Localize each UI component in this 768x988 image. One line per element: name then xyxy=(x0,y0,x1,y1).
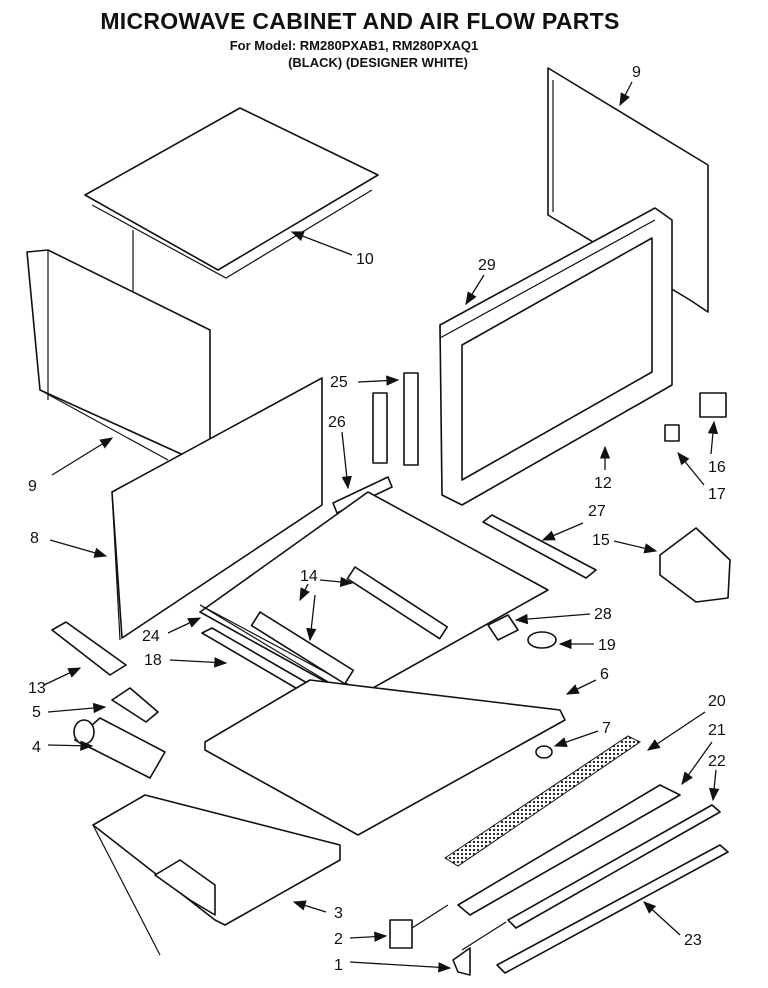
callout-19: 19 xyxy=(598,637,616,654)
spacers-part-25 xyxy=(372,372,419,466)
callout-5: 5 xyxy=(32,704,41,721)
trim-part-23 xyxy=(496,844,729,974)
callout-6: 6 xyxy=(600,666,609,683)
clip-part-1 xyxy=(452,947,471,976)
callout-10: 10 xyxy=(356,251,374,268)
callout-labels: 9 10 9 29 25 26 8 12 16 17 27 15 14 24 2… xyxy=(28,64,726,974)
left-side-panel-part-9 xyxy=(26,249,211,461)
callout-27: 27 xyxy=(588,503,606,520)
rear-panel-part-8 xyxy=(111,377,323,641)
callout-24: 24 xyxy=(142,628,160,645)
switch-part-16 xyxy=(699,392,727,418)
callout-21: 21 xyxy=(708,722,726,739)
callout-16: 16 xyxy=(708,459,726,476)
callout-22: 22 xyxy=(708,753,726,770)
damper-part-4 xyxy=(73,717,166,779)
callout-23: 23 xyxy=(684,932,702,949)
callout-8: 8 xyxy=(30,530,39,547)
callout-7: 7 xyxy=(602,720,611,737)
callout-15: 15 xyxy=(592,532,610,549)
rail-part-27 xyxy=(482,514,597,579)
callout-3: 3 xyxy=(334,905,343,922)
callout-20: 20 xyxy=(708,693,726,710)
callout-9-top: 9 xyxy=(632,64,641,81)
callout-26: 26 xyxy=(328,414,346,431)
bracket-part-5 xyxy=(111,687,159,723)
callout-29: 29 xyxy=(478,257,496,274)
bottom-plate-part-6 xyxy=(204,679,566,836)
callout-14: 14 xyxy=(300,568,318,585)
model-line: For Model: RM280PXAB1, RM280PXAQ1 xyxy=(229,38,479,53)
callout-9-left: 9 xyxy=(28,478,37,495)
callout-18: 18 xyxy=(144,652,162,669)
callout-17: 17 xyxy=(708,486,726,503)
callout-28: 28 xyxy=(594,606,612,623)
callout-1: 1 xyxy=(334,957,343,974)
air-duct-part-15 xyxy=(659,527,731,603)
block-part-28 xyxy=(487,614,519,641)
front-frame-part-12 xyxy=(439,207,673,506)
diagram-title: MICROWAVE CABINET AND AIR FLOW PARTS xyxy=(100,8,620,34)
leader-lines xyxy=(43,81,720,973)
foot-part-19 xyxy=(527,631,557,649)
callout-2: 2 xyxy=(334,931,343,948)
actuator-part-17 xyxy=(664,424,680,442)
callout-13: 13 xyxy=(28,680,46,697)
callout-25: 25 xyxy=(330,374,348,391)
foot-part-7 xyxy=(535,745,553,759)
clip-part-2 xyxy=(389,919,413,949)
trim-part-21 xyxy=(457,784,681,916)
grille-part-20 xyxy=(444,735,641,867)
color-line: (BLACK) (DESIGNER WHITE) xyxy=(288,55,468,70)
air-guide-part-3 xyxy=(92,794,341,956)
bracket-part-13 xyxy=(51,621,127,676)
callout-4: 4 xyxy=(32,739,41,756)
callout-12: 12 xyxy=(594,475,612,492)
trim-part-22 xyxy=(507,804,721,929)
